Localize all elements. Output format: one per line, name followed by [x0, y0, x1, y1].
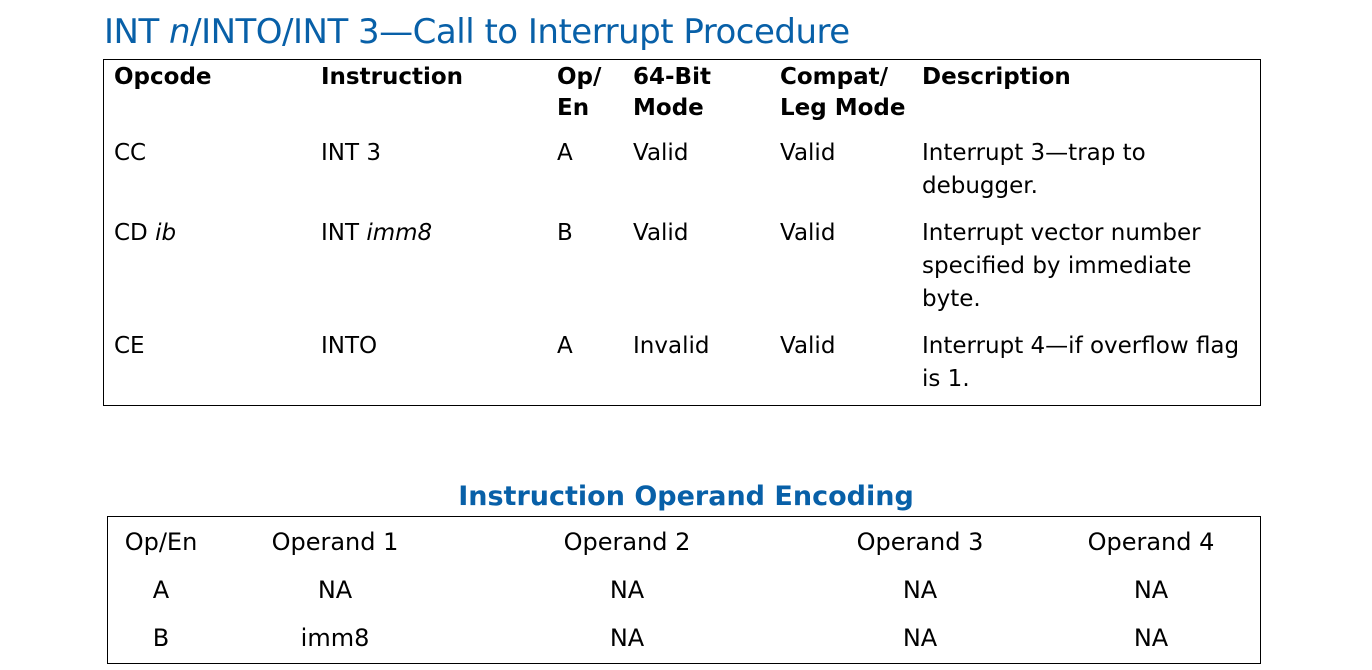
encoding-row-b-operand4: NA [1133, 624, 1169, 652]
row3-open: A [557, 333, 573, 359]
opcode-table: Opcode Instruction Op/ En 64-Bit Mode Co… [103, 59, 1261, 406]
encoding-row-b-operand1: imm8 [300, 624, 370, 652]
row2-opcode-suffix: ib [155, 220, 177, 246]
encoding-header-open: Op/En [124, 528, 198, 556]
row2-opcode: CD ib [114, 217, 176, 250]
encoding-row-b-operand3: NA [902, 624, 938, 652]
row1-opcode-text: CC [114, 140, 147, 166]
row2-description-line1: Interrupt vector number [922, 220, 1201, 246]
row1-instruction-text: INT 3 [321, 140, 381, 166]
encoding-row-a-operand2: NA [609, 576, 645, 604]
header-description: Description [922, 64, 1071, 90]
title-text-1: INT [104, 12, 170, 52]
header-open: Op/ En [557, 62, 601, 124]
row2-open: B [557, 220, 573, 246]
header-64bit-mode: 64-Bit Mode [633, 62, 711, 124]
encoding-row-a-operand1: NA [317, 576, 353, 604]
row3-description: Interrupt 4—if overflow flag is 1. [922, 330, 1239, 396]
row3-instruction: INTO [321, 330, 377, 363]
row2-instruction-text: INT [321, 220, 367, 246]
header-64bit-line1: 64-Bit [633, 64, 711, 90]
encoding-row-a-operand4: NA [1133, 576, 1169, 604]
encoding-header-operand3: Operand 3 [856, 528, 984, 556]
encoding-header-operand4: Operand 4 [1087, 528, 1215, 556]
header-opcode: Opcode [114, 64, 212, 90]
row1-description: Interrupt 3—trap to debugger. [922, 137, 1146, 203]
row1-description-line1: Interrupt 3—trap to [922, 140, 1146, 166]
row1-compat-mode: Valid [780, 140, 836, 166]
row1-opcode: CC [114, 137, 146, 170]
encoding-row-a-open: A [152, 576, 170, 604]
encoding-row-a-operand3: NA [902, 576, 938, 604]
row2-64bit-mode: Valid [633, 220, 689, 246]
header-compat-line2: Leg Mode [780, 95, 906, 121]
row1-open: A [557, 140, 573, 166]
row3-compat-mode: Valid [780, 333, 836, 359]
row2-description: Interrupt vector number specified by imm… [922, 217, 1201, 316]
header-compat-mode: Compat/ Leg Mode [780, 62, 905, 124]
row3-64bit-mode: Invalid [633, 333, 710, 359]
header-open-line2: En [557, 95, 590, 121]
title-italic-n: n [169, 12, 191, 52]
row1-64bit-mode: Valid [633, 140, 689, 166]
encoding-header-operand2: Operand 2 [563, 528, 691, 556]
page-title: INT n/INTO/INT 3—Call to Interrupt Proce… [104, 10, 850, 54]
row3-opcode-text: CE [114, 333, 145, 359]
header-64bit-line2: Mode [633, 95, 704, 121]
row3-opcode: CE [114, 330, 145, 363]
encoding-row-b-operand2: NA [609, 624, 645, 652]
row2-compat-mode: Valid [780, 220, 836, 246]
row3-description-line2: is 1. [922, 366, 970, 392]
row2-instruction-operand: imm8 [366, 220, 433, 246]
row2-opcode-text: CD [114, 220, 156, 246]
row2-description-line2: specified by immediate [922, 253, 1192, 279]
operand-encoding-table: Op/En Operand 1 Operand 2 Operand 3 Oper… [107, 516, 1261, 664]
header-open-line1: Op/ [557, 64, 602, 90]
row1-description-line2: debugger. [922, 173, 1038, 199]
header-compat-line1: Compat/ [780, 64, 889, 90]
row2-description-line3: byte. [922, 286, 981, 312]
row1-instruction: INT 3 [321, 137, 381, 170]
encoding-header-operand1: Operand 1 [271, 528, 399, 556]
row3-description-line1: Interrupt 4—if overflow flag [922, 333, 1240, 359]
title-text-2: /INTO/INT 3—Call to Interrupt Procedure [190, 12, 850, 52]
encoding-row-b-open: B [152, 624, 170, 652]
header-instruction: Instruction [321, 64, 464, 90]
row2-instruction: INT imm8 [321, 217, 432, 250]
row3-instruction-text: INTO [321, 333, 378, 359]
encoding-section-title: Instruction Operand Encoding [458, 481, 914, 512]
